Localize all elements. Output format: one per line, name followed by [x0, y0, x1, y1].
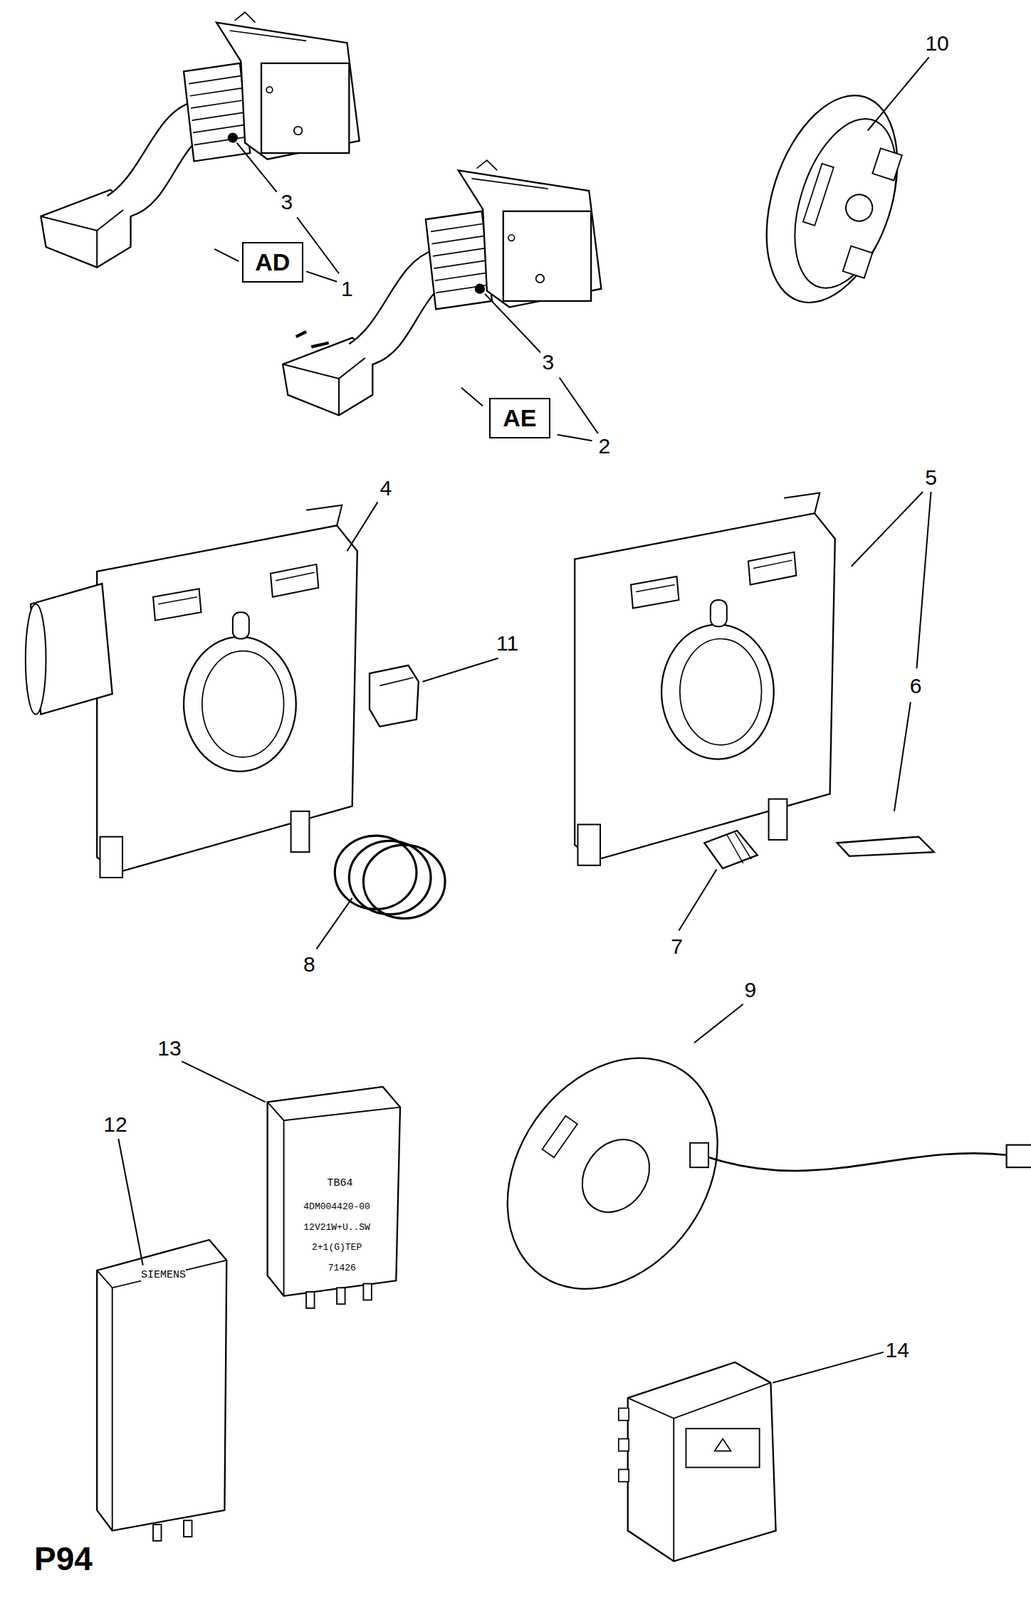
variant-code-box: AD	[242, 242, 304, 283]
callout-number: 2	[595, 433, 613, 459]
variant-code: AD	[254, 249, 290, 276]
callout-number: 11	[494, 630, 521, 656]
callout-number: 6	[907, 673, 925, 699]
relay-marking: 71426	[328, 1263, 357, 1274]
relay-marking: 4DM004420-00	[303, 1202, 371, 1213]
callout-number: 13	[155, 1035, 183, 1061]
page-code: P94	[32, 1540, 95, 1579]
relay-marking: 12V21W+U..SW	[303, 1223, 371, 1234]
callout-number: 7	[668, 934, 685, 960]
callout-number: 8	[301, 951, 318, 977]
variant-code: AE	[502, 405, 537, 432]
relay-marking: SIEMENS	[140, 1270, 186, 1283]
callout-number: 3	[279, 189, 296, 215]
callout-number: 4	[378, 475, 395, 501]
callout-number: 10	[922, 30, 951, 56]
variant-code-box: AE	[489, 398, 551, 439]
callout-number: 1	[338, 276, 356, 302]
callout-number: 14	[883, 1337, 912, 1363]
callout-number: 3	[540, 349, 557, 375]
relay-marking: TB64	[326, 1178, 353, 1191]
callout-number: 9	[741, 977, 759, 1003]
relay-marking: 2+1(G)TEP	[311, 1243, 362, 1254]
callout-number: 5	[922, 464, 940, 490]
callout-number: 12	[101, 1112, 129, 1138]
